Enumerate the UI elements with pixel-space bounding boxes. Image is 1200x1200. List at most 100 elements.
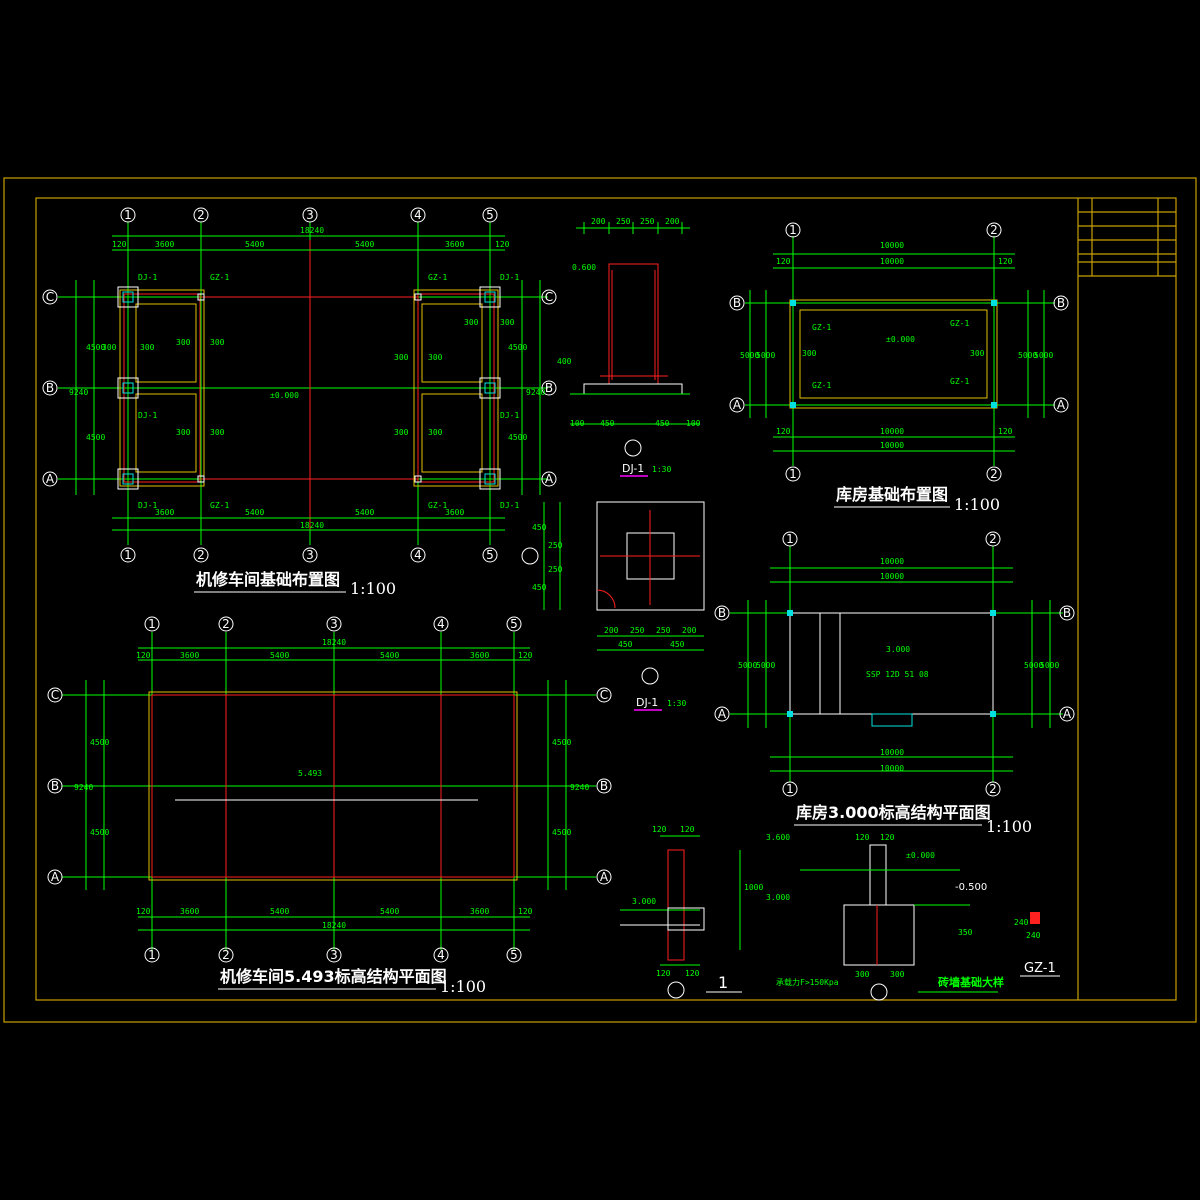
svg-text:450: 450 bbox=[655, 419, 670, 428]
workshop-foundation-plan bbox=[58, 222, 548, 545]
svg-text:GZ-1: GZ-1 bbox=[210, 501, 229, 510]
svg-text:120: 120 bbox=[518, 651, 533, 660]
svg-text:3: 3 bbox=[306, 548, 314, 562]
svg-text:3600: 3600 bbox=[155, 508, 174, 517]
svg-text:5000: 5000 bbox=[756, 351, 775, 360]
svg-text:300: 300 bbox=[428, 353, 443, 362]
workshop-structure-title: 机修车间5.493标高结构平面图 1:100 bbox=[218, 967, 486, 996]
svg-text:120: 120 bbox=[680, 825, 695, 834]
svg-text:10000: 10000 bbox=[880, 572, 904, 581]
svg-text:2: 2 bbox=[197, 548, 205, 562]
svg-text:1000: 1000 bbox=[744, 883, 763, 892]
svg-text:250: 250 bbox=[630, 626, 645, 635]
svg-text:5400: 5400 bbox=[270, 907, 289, 916]
svg-text:1:100: 1:100 bbox=[350, 579, 396, 598]
workshop-structure-dimensions: 18240 3600 5400 5400 3600 120 120 3600 5… bbox=[74, 638, 589, 930]
svg-text:GZ-1: GZ-1 bbox=[428, 273, 447, 282]
svg-text:B: B bbox=[46, 381, 54, 395]
svg-text:3.000: 3.000 bbox=[632, 897, 656, 906]
svg-text:B: B bbox=[545, 381, 553, 395]
svg-text:5: 5 bbox=[510, 617, 518, 631]
svg-text:5400: 5400 bbox=[380, 907, 399, 916]
svg-text:3600: 3600 bbox=[180, 651, 199, 660]
workshop-structure-plan bbox=[62, 632, 596, 950]
svg-text:200: 200 bbox=[591, 217, 606, 226]
svg-text:A: A bbox=[51, 870, 60, 884]
svg-text:2: 2 bbox=[989, 532, 997, 546]
svg-text:4: 4 bbox=[437, 617, 445, 631]
store-foundation-plan: 10000 10000 10000 10000 120 120 120 120 … bbox=[740, 236, 1055, 466]
svg-text:3: 3 bbox=[330, 617, 338, 631]
svg-text:3: 3 bbox=[330, 948, 338, 962]
svg-text:300: 300 bbox=[102, 343, 117, 352]
svg-text:5: 5 bbox=[486, 208, 494, 222]
svg-text:A: A bbox=[545, 472, 554, 486]
svg-text:2: 2 bbox=[990, 223, 998, 237]
svg-text:DJ-1: DJ-1 bbox=[138, 273, 157, 282]
svg-text:250: 250 bbox=[656, 626, 671, 635]
svg-text:GZ-1: GZ-1 bbox=[210, 273, 229, 282]
svg-text:300: 300 bbox=[394, 353, 409, 362]
svg-text:10000: 10000 bbox=[880, 257, 904, 266]
dj1-section-detail: 200 250 250 200 0.600 400 100 450 450 10… bbox=[557, 217, 701, 477]
svg-text:10000: 10000 bbox=[880, 427, 904, 436]
svg-text:100: 100 bbox=[570, 419, 585, 428]
svg-text:3600: 3600 bbox=[445, 240, 464, 249]
svg-text:5000: 5000 bbox=[1040, 661, 1059, 670]
svg-text:5000: 5000 bbox=[1024, 661, 1043, 670]
svg-text:120: 120 bbox=[855, 833, 870, 842]
svg-text:300: 300 bbox=[210, 338, 225, 347]
svg-text:±0.000: ±0.000 bbox=[270, 391, 299, 400]
svg-text:4500: 4500 bbox=[90, 828, 109, 837]
svg-text:10000: 10000 bbox=[880, 764, 904, 773]
svg-text:GZ-1: GZ-1 bbox=[428, 501, 447, 510]
svg-text:机修车间基础布置图: 机修车间基础布置图 bbox=[196, 570, 340, 589]
svg-text:B: B bbox=[733, 296, 741, 310]
svg-text:300: 300 bbox=[394, 428, 409, 437]
svg-text:B: B bbox=[1057, 296, 1065, 310]
svg-text:±0.000: ±0.000 bbox=[906, 851, 935, 860]
svg-text:1: 1 bbox=[718, 973, 728, 992]
svg-text:9240: 9240 bbox=[69, 388, 88, 397]
svg-text:3.000: 3.000 bbox=[766, 893, 790, 902]
svg-text:250: 250 bbox=[548, 565, 563, 574]
svg-text:4500: 4500 bbox=[508, 343, 527, 352]
svg-text:200: 200 bbox=[604, 626, 619, 635]
svg-text:5400: 5400 bbox=[245, 240, 264, 249]
svg-text:DJ-1: DJ-1 bbox=[636, 696, 658, 709]
svg-text:4500: 4500 bbox=[86, 343, 105, 352]
svg-text:DJ-1: DJ-1 bbox=[500, 501, 519, 510]
svg-text:5400: 5400 bbox=[355, 508, 374, 517]
brick-foundation-detail: 3.600 3.000 ±0.000 -0.500 120 120 1000 3… bbox=[739, 833, 1004, 1001]
svg-text:GZ-1: GZ-1 bbox=[1024, 961, 1056, 976]
svg-text:200: 200 bbox=[682, 626, 697, 635]
workshop-foundation-title: 机修车间基础布置图 1:100 bbox=[194, 570, 396, 598]
svg-text:DJ-1: DJ-1 bbox=[500, 411, 519, 420]
svg-text:4: 4 bbox=[414, 208, 422, 222]
svg-text:120: 120 bbox=[685, 969, 700, 978]
svg-text:250: 250 bbox=[548, 541, 563, 550]
svg-text:9240: 9240 bbox=[74, 783, 93, 792]
svg-text:2: 2 bbox=[990, 467, 998, 481]
svg-text:B: B bbox=[1063, 606, 1071, 620]
store-structure-plan: 3.000 SSP 12D 51 08 10000 10000 10000 10… bbox=[730, 546, 1063, 782]
svg-text:1:30: 1:30 bbox=[652, 465, 671, 474]
svg-text:120: 120 bbox=[998, 427, 1013, 436]
svg-text:5400: 5400 bbox=[380, 651, 399, 660]
svg-text:1: 1 bbox=[148, 948, 156, 962]
svg-text:18240: 18240 bbox=[322, 638, 346, 647]
svg-text:4500: 4500 bbox=[552, 828, 571, 837]
svg-text:C: C bbox=[51, 688, 59, 702]
svg-text:C: C bbox=[545, 290, 553, 304]
svg-text:1: 1 bbox=[789, 223, 797, 237]
dj1-plan-detail: 450 250 250 450 200 250 250 200 450 450 … bbox=[521, 501, 705, 711]
svg-text:砖墙基础大样: 砖墙基础大样 bbox=[938, 975, 1004, 989]
svg-text:300: 300 bbox=[176, 338, 191, 347]
svg-text:5.493: 5.493 bbox=[298, 769, 322, 778]
section-1-detail: 120 120 120 120 3.000 1 bbox=[620, 825, 742, 999]
svg-text:300: 300 bbox=[464, 318, 479, 327]
svg-text:120: 120 bbox=[518, 907, 533, 916]
svg-text:A: A bbox=[1063, 707, 1072, 721]
svg-text:2: 2 bbox=[989, 782, 997, 796]
svg-text:18240: 18240 bbox=[300, 226, 324, 235]
